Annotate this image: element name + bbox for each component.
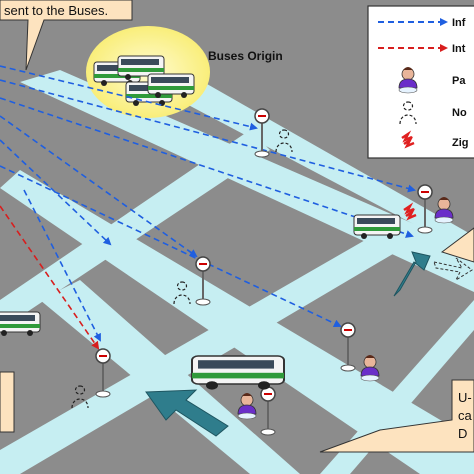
blue-arrow-7: [23, 189, 101, 342]
legend-box: [367, 5, 474, 159]
bus-center: [191, 355, 285, 391]
left-callout-box: [0, 371, 15, 433]
right-mid-callout-tail: [440, 227, 474, 263]
top-callout-text: sent to the Buses.: [4, 3, 108, 18]
road-cross-left: [0, 130, 270, 330]
blue-arrow-2: [0, 79, 416, 193]
flow-arrow-left: [145, 389, 229, 437]
road-cross-right: [320, 300, 474, 474]
origin-label: Buses Origin: [208, 49, 283, 63]
bottom-right-callout-line-1: U-: [458, 390, 472, 405]
legend-label-4: No: [452, 107, 467, 119]
bottom-right-callout-line-3: D: [458, 426, 467, 441]
info-arrows-blue: [0, 65, 416, 342]
bus-origin-4: [147, 73, 195, 99]
blue-arrow-1: [0, 65, 258, 131]
top-callout: sent to the Buses.: [0, 0, 133, 71]
legend-label-2: Int: [452, 43, 466, 55]
flow-arrow-dashed: [433, 257, 473, 282]
top-callout-box: [0, 0, 133, 71]
bus-right: [353, 214, 401, 240]
blue-arrow-4: [0, 115, 198, 258]
legend-label-1: Inf: [452, 17, 466, 29]
bottom-right-callout: U- ca D: [319, 379, 474, 453]
blue-arrow-6: [0, 165, 342, 328]
info-arrows-red: [0, 205, 100, 350]
road-bottom: [40, 280, 300, 474]
right-mid-callout: [440, 227, 474, 263]
flow-arrow-right: [393, 251, 431, 297]
legend: Inf Int Pa No Zig: [367, 5, 474, 159]
left-callout: [0, 371, 15, 433]
red-arrow-1: [0, 205, 100, 350]
bus-left: [0, 311, 41, 337]
flow-arrows: [145, 251, 473, 437]
legend-label-3: Pa: [452, 75, 466, 87]
blue-arrow-3: [0, 97, 414, 238]
bottom-right-callout-box: [319, 379, 474, 453]
legend-label-5: Zig: [452, 137, 469, 149]
bottom-right-callout-line-2: ca: [458, 408, 473, 423]
road-cross-middle: [0, 220, 420, 474]
